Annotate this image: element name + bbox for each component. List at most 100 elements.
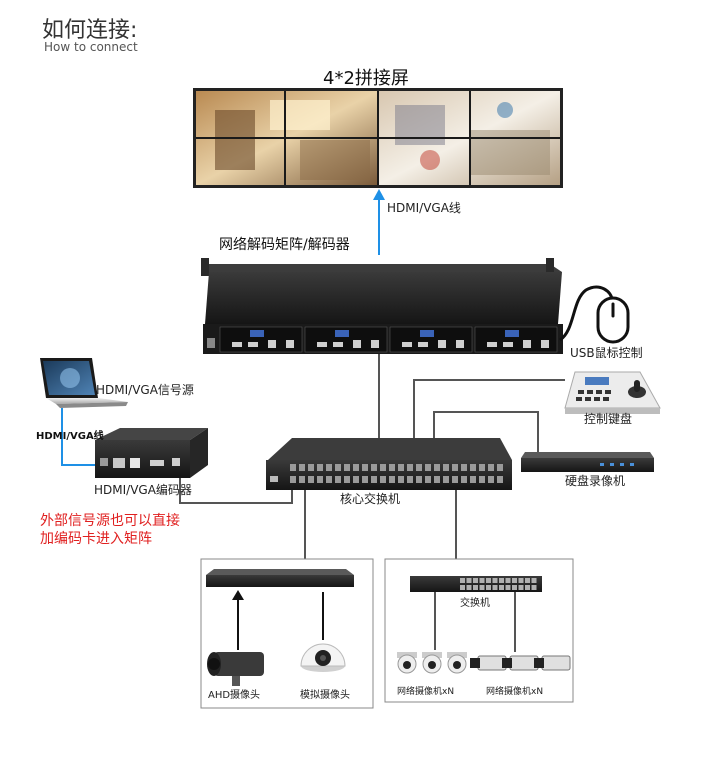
switch-port [407,476,413,483]
switch-port [425,476,431,483]
switch-icon [266,438,512,490]
switch-port [531,578,537,583]
nvr-icon [521,452,654,472]
switch-port [470,464,476,471]
switch-port [434,476,440,483]
switch-port [389,464,395,471]
switch-port [344,464,350,471]
switch-port [460,585,465,590]
switch-port [488,464,494,471]
switch-port [486,585,491,590]
switch-port [479,476,485,483]
keyboard-switch-line [413,379,565,440]
switch-port [416,476,422,483]
hdmi-vga-line-label-left: HDMI/VGA线 [36,431,104,442]
switch-port [290,464,296,471]
switch-port [461,464,467,471]
switch-port [335,464,341,471]
switch-port [362,476,368,483]
switch-port [443,476,449,483]
switch-port [479,585,485,590]
switch-port [434,464,440,471]
switch-port [525,578,530,583]
switch-port [353,476,359,483]
nvr-label: 硬盘录像机 [565,474,626,488]
switch-port [317,476,323,483]
switch-port [499,585,504,590]
switch-port [460,578,465,583]
hdmi-vga-line-label-top: HDMI/VGA线 [387,201,461,215]
switch-port [473,578,478,583]
switch-port [416,464,422,471]
box-cameras-icon [470,655,571,671]
switch-port [362,464,368,471]
switch-port [512,578,517,583]
video-wall-icon [193,88,563,188]
encoder-label: HDMI/VGA编码器 [94,483,192,497]
switch-port [389,476,395,483]
encoder-switch-line [179,478,293,504]
network-camera-box-label: 网络摄像机xN [486,687,544,697]
core-switch-label: 核心交换机 [340,492,401,506]
switch-port [470,476,476,483]
switch-port [488,476,494,483]
dome-cameras-icon [397,652,467,674]
hdmi-vga-line-left [61,408,95,466]
switch-port [531,585,537,590]
switch-port [317,464,323,471]
switch-port [371,464,377,471]
analog-camera-icon [300,643,346,672]
switch-port [398,464,404,471]
switch-port [512,585,517,590]
control-keyboard-icon [564,371,661,414]
switch-port [398,476,404,483]
dvr-icon [206,569,354,587]
switch-port [479,578,485,583]
switch-port [380,464,386,471]
note-line-1: 外部信号源也可以直接 [40,513,180,529]
switch-port [299,464,305,471]
switch-port [486,578,491,583]
switch-port [505,585,511,590]
ahd-arrow-icon [232,590,244,600]
hdmi-vga-arrow-up [373,189,385,255]
switch-port [308,464,314,471]
note-line-2: 加编码卡进入矩阵 [40,531,152,547]
decoder-rack-icon [201,258,563,354]
switch-port [353,464,359,471]
switch-port [497,476,503,483]
switch-port [473,585,478,590]
switch-port [466,578,472,583]
usb-mouse-label: USB鼠标控制 [570,346,643,360]
switch-port [380,476,386,483]
laptop-icon [40,358,128,408]
switch-port [326,464,332,471]
network-camera-dome-label: 网络摄像机xN [397,687,455,697]
ahd-camera-label: AHD摄像头 [208,690,261,701]
page-subtitle: How to connect [44,40,138,54]
switch-port [371,476,377,483]
switch-port [461,476,467,483]
switch-port [452,476,458,483]
switch-port [335,476,341,483]
switch-port [308,476,314,483]
switch-port [326,476,332,483]
nvr-switch-line [433,411,539,452]
switch-port [525,585,530,590]
switch-port [299,476,305,483]
laptop-source-label: HDMI/VGA信号源 [96,383,194,397]
decoder-label: 网络解码矩阵/解码器 [219,237,350,253]
mouse-icon [559,285,630,344]
video-wall-label: 4*2拼接屏 [323,68,409,89]
switch-port [407,464,413,471]
switch-port [443,464,449,471]
switch-port [479,464,485,471]
ahd-camera-icon [207,652,264,686]
switch-port [499,578,504,583]
analog-camera-label: 模拟摄像头 [300,690,350,701]
control-keyboard-label: 控制键盘 [584,412,633,426]
switch-port [505,578,511,583]
switch-port [452,464,458,471]
switch-port [497,464,503,471]
